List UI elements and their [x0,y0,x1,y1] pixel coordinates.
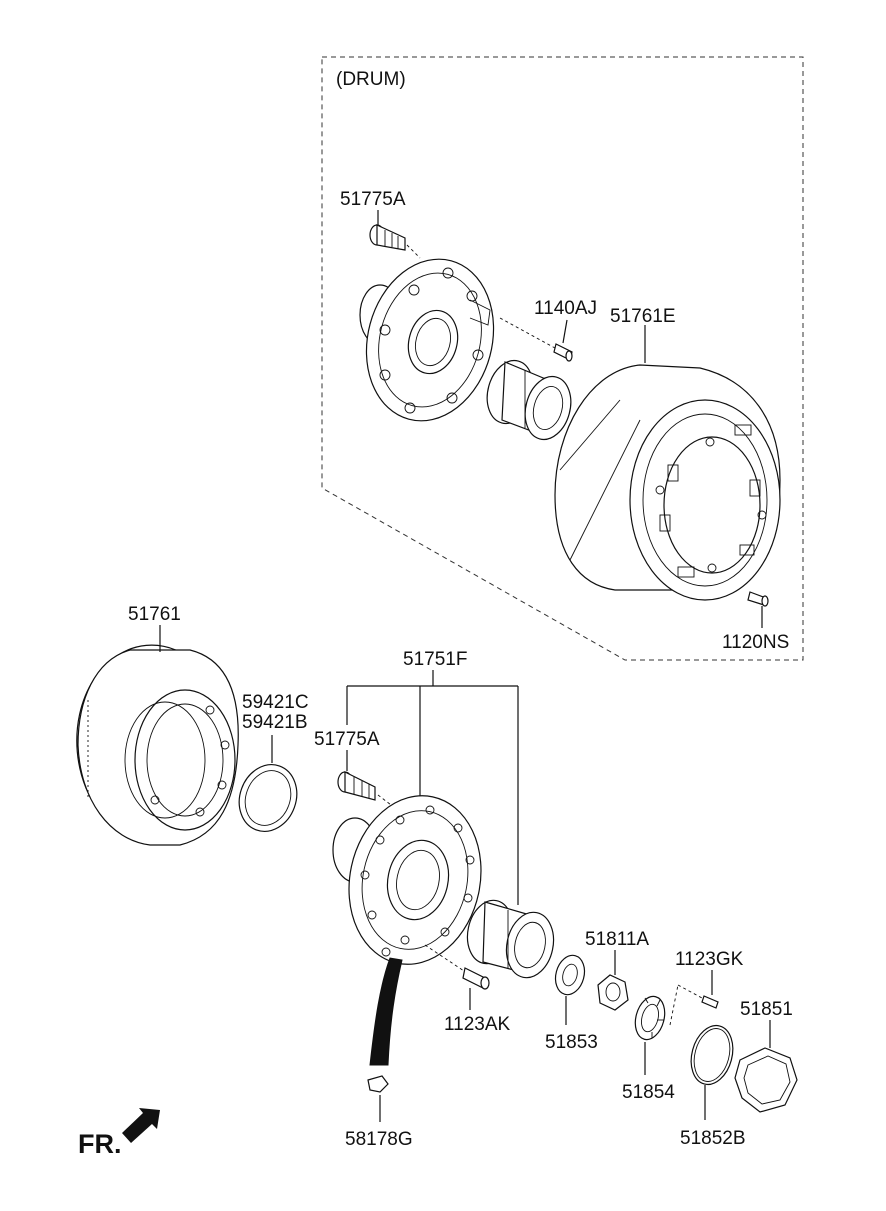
part-label-51761e: 51761E [610,306,676,327]
drum-hub [359,258,556,422]
lock-washer [634,995,666,1041]
part-label-1120ns: 1120NS [722,632,789,653]
drum-group-boundary [321,56,804,661]
front-direction-label: FR. [78,1129,122,1159]
hub-cap [734,1047,798,1113]
screw-1120ns [747,591,769,607]
hub-nut [597,974,629,1011]
part-label-51811a: 51811A [585,929,649,950]
screw-1123gk [669,984,719,1026]
part-label-51851: 51851 [740,999,793,1020]
brake-disc [76,644,239,846]
part-label-51853: 51853 [545,1032,598,1053]
assembly-bracket-51751f [346,670,519,905]
part-label-51852b: 51852B [680,1128,746,1149]
stud-bolt-drum [369,224,421,259]
part-label-51761: 51761 [128,604,181,625]
part-label-59421b: 59421B [242,712,308,733]
part-label-51775a: 51775A [314,729,380,750]
part-label-59421c: 59421C [242,692,309,713]
part-label-1123ak: 1123AK [444,1014,511,1035]
wheel-hub [332,795,482,976]
part-label-51854: 51854 [622,1082,675,1103]
part-label-58178g: 58178G [345,1129,413,1150]
screw-1140aj [553,343,573,362]
part-label-51751f: 51751F [403,649,467,670]
drum-group-label: (DRUM) [336,69,406,90]
part-label-1140aj: 1140AJ [534,298,597,319]
part-label-51775a-drum: 51775A [340,189,406,210]
sensor-wire [367,957,403,1093]
snap-ring [238,764,298,832]
drum-bearing [486,359,572,441]
bolt-1123ak [462,967,490,990]
part-label-1123gk: 1123GK [675,949,744,970]
front-direction-arrow [122,1108,160,1143]
brake-drum [554,364,781,601]
stud-bolt [337,771,396,809]
o-ring [690,1024,734,1086]
hub-bearing [466,899,555,979]
washer [554,954,586,996]
